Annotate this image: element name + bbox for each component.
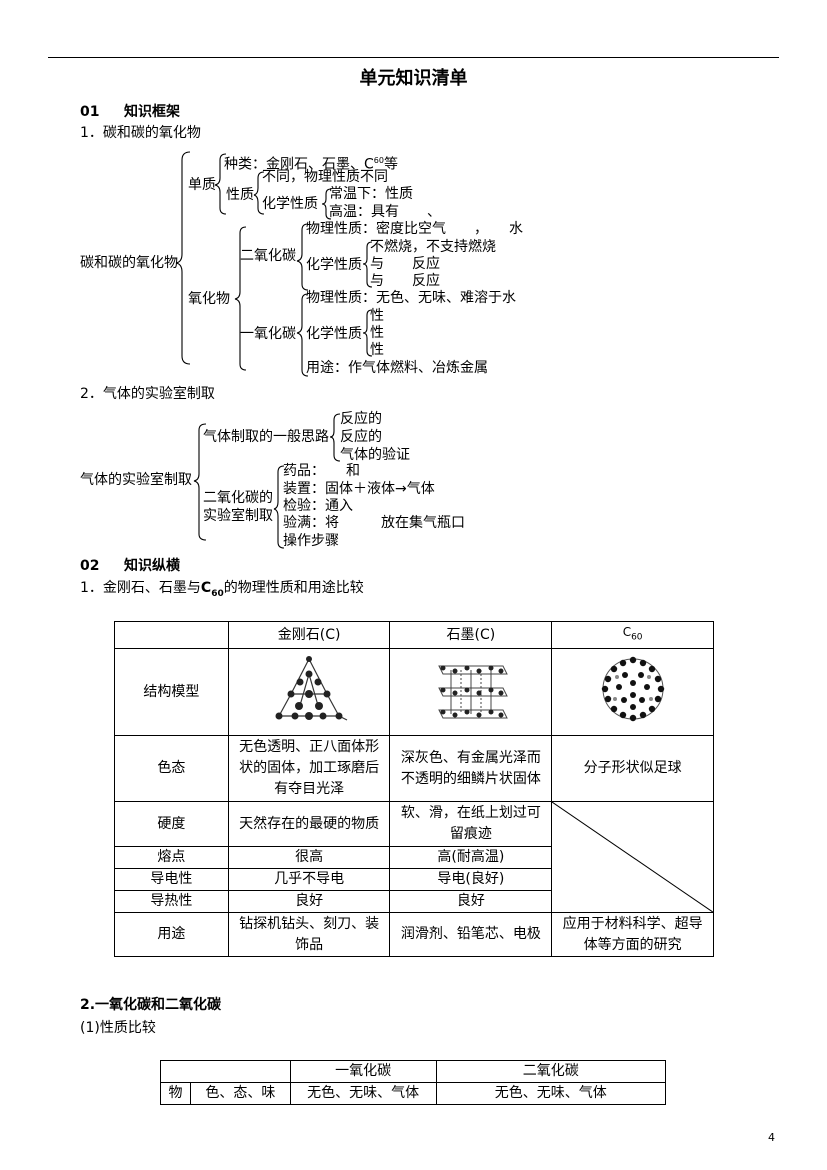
comparison-table-carbon: 金刚石(C) 石墨(C) C60 结构模型 (114, 620, 714, 958)
tree1-co2-h2: 与 反应 (370, 256, 440, 272)
tree1-co-h3: 性 (370, 342, 384, 358)
table-row-label: 色态 (114, 735, 229, 803)
section2-sub1: 1．金刚石、石墨与C60的物理性质和用途比较 (80, 580, 364, 599)
tree1-wuli: 不同，物理性质不同 (262, 169, 388, 185)
tree2-l4: 验满：将 放在集气瓶口 (283, 515, 465, 531)
table-cell: 应用于材料科学、超导体等方面的研究 (551, 912, 714, 958)
table-cell: 良好 (389, 890, 553, 914)
table2-header-empty (160, 1060, 291, 1083)
comparison-table-co-co2: 一氧化碳 二氧化碳 物 色、态、味 无色、无味、气体 无色、无味、气体 (160, 1060, 666, 1105)
tree1-co2: 二氧化碳 (240, 248, 296, 264)
tree1-co2-h1: 不燃烧，不支持燃烧 (370, 239, 496, 255)
tree1-changwen: 常温下：性质 (329, 186, 413, 202)
tree2-s3: 气体的验证 (340, 447, 410, 463)
header-rule (48, 57, 779, 58)
table2-header-co2: 二氧化碳 (435, 1060, 666, 1083)
diamond-structure-image (227, 648, 391, 737)
section2-number: 02 (80, 558, 100, 574)
table-header-graphite: 石墨(C) (389, 620, 553, 650)
graphite-model-icon (438, 665, 508, 719)
tree1-co-huaxue: 化学性质 (306, 326, 362, 342)
table-header-c60: C60 (551, 620, 714, 650)
table2-row-sublabel: 色、态、味 (189, 1082, 291, 1105)
diamond-model-icon (275, 655, 348, 721)
tree2-s2: 反应的 (340, 429, 382, 445)
tree1-root: 碳和碳的氧化物 (80, 255, 178, 271)
table-cell: 良好 (227, 890, 391, 914)
table2-cell: 无色、无味、气体 (435, 1082, 666, 1105)
table-row-label: 导电性 (114, 867, 229, 892)
tree1-co2-wuli: 物理性质：密度比空气 ， 水 (306, 221, 523, 237)
table-cell: 钻探机钻头、刻刀、装饰品 (227, 912, 391, 958)
tree2-root: 气体的实验室制取 (80, 472, 192, 488)
table-cell: 无色透明、正八面体形状的固体，加工琢磨后有夺目光泽 (227, 735, 391, 803)
table-cell: 润滑剂、铅笔芯、电极 (389, 912, 553, 958)
tree1-co: 一氧化碳 (240, 326, 296, 342)
tree1-co-wuli: 物理性质：无色、无味、难溶于水 (306, 290, 516, 306)
table-cell: 高(耐高温) (389, 845, 553, 869)
table-cell: 很高 (227, 845, 391, 869)
subsection-heading: 1．碳和碳的氧化物 (80, 125, 201, 141)
tree1-zhonglei: 种类：金刚石、石墨、C60等 (224, 156, 398, 173)
table-cell: 导电(良好) (389, 867, 553, 892)
c60-model-icon (601, 656, 664, 722)
tree2-s1: 反应的 (340, 411, 382, 427)
tree2-co2-lab-1: 二氧化碳的 (203, 490, 273, 506)
section2-sub2: 2.一氧化碳和二氧化碳 (80, 997, 222, 1013)
tree2-co2-lab-2: 实验室制取 (203, 508, 273, 524)
tree2-l2: 装置：固体＋液体→气体 (283, 481, 435, 497)
table2-row-label: 物 (160, 1082, 191, 1105)
table-cell: 天然存在的最硬的物质 (227, 801, 391, 847)
tree2-silu: 气体制取的一般思路 (203, 429, 329, 445)
table2-header-co: 一氧化碳 (289, 1060, 437, 1083)
tree1-huaxue: 化学性质 (262, 196, 318, 212)
graphite-structure-image (389, 648, 553, 737)
tree1-gaowen: 高温：具有 、 (329, 204, 441, 220)
section2-sub2-1: (1)性质比较 (80, 1020, 156, 1036)
table-row-label: 导热性 (114, 890, 229, 914)
section-heading: 知识框架 (124, 104, 180, 120)
tree1-xingzhi: 性质 (226, 187, 254, 203)
table-cell: 深灰色、有金属光泽而不透明的细鳞片状固体 (389, 735, 553, 803)
diagonal-line (552, 802, 713, 913)
tree1-co2-h3: 与 反应 (370, 273, 440, 289)
tree1-co-yongtu: 用途：作气体燃料、冶炼金属 (306, 360, 488, 376)
table-row-label: 用途 (114, 912, 229, 958)
tree2-l1: 药品： 和 (283, 463, 360, 479)
page-number: 4 (768, 1131, 775, 1144)
table-header-diamond: 金刚石(C) (227, 620, 391, 650)
tree1-co-h2: 性 (370, 325, 384, 341)
c60-structure-image (551, 648, 714, 737)
table-cell: 几乎不导电 (227, 867, 391, 892)
tree1-co-h1: 性 (370, 308, 384, 324)
section-number: 01 (80, 104, 100, 120)
table-diagonal-cell (551, 801, 714, 914)
section2-heading: 知识纵横 (124, 558, 180, 574)
table-row-label: 硬度 (114, 801, 229, 847)
tree2-l3: 检验：通入 (283, 498, 353, 514)
table-header-empty (114, 620, 229, 650)
table-cell: 分子形状似足球 (551, 735, 714, 803)
tree1-co2-huaxue: 化学性质 (306, 257, 362, 273)
tree2-l5: 操作步骤 (283, 533, 339, 549)
subsection-heading-2: 2．气体的实验室制取 (80, 386, 215, 402)
table-row-label: 熔点 (114, 845, 229, 869)
page-title: 单元知识清单 (359, 68, 468, 89)
table2-cell: 无色、无味、气体 (289, 1082, 437, 1105)
table-cell: 软、滑，在纸上划过可留痕迹 (389, 801, 553, 847)
tree1-danzhi: 单质 (188, 177, 216, 193)
table-row-label: 结构模型 (114, 648, 229, 737)
tree1-yanghuawu: 氧化物 (188, 291, 230, 307)
